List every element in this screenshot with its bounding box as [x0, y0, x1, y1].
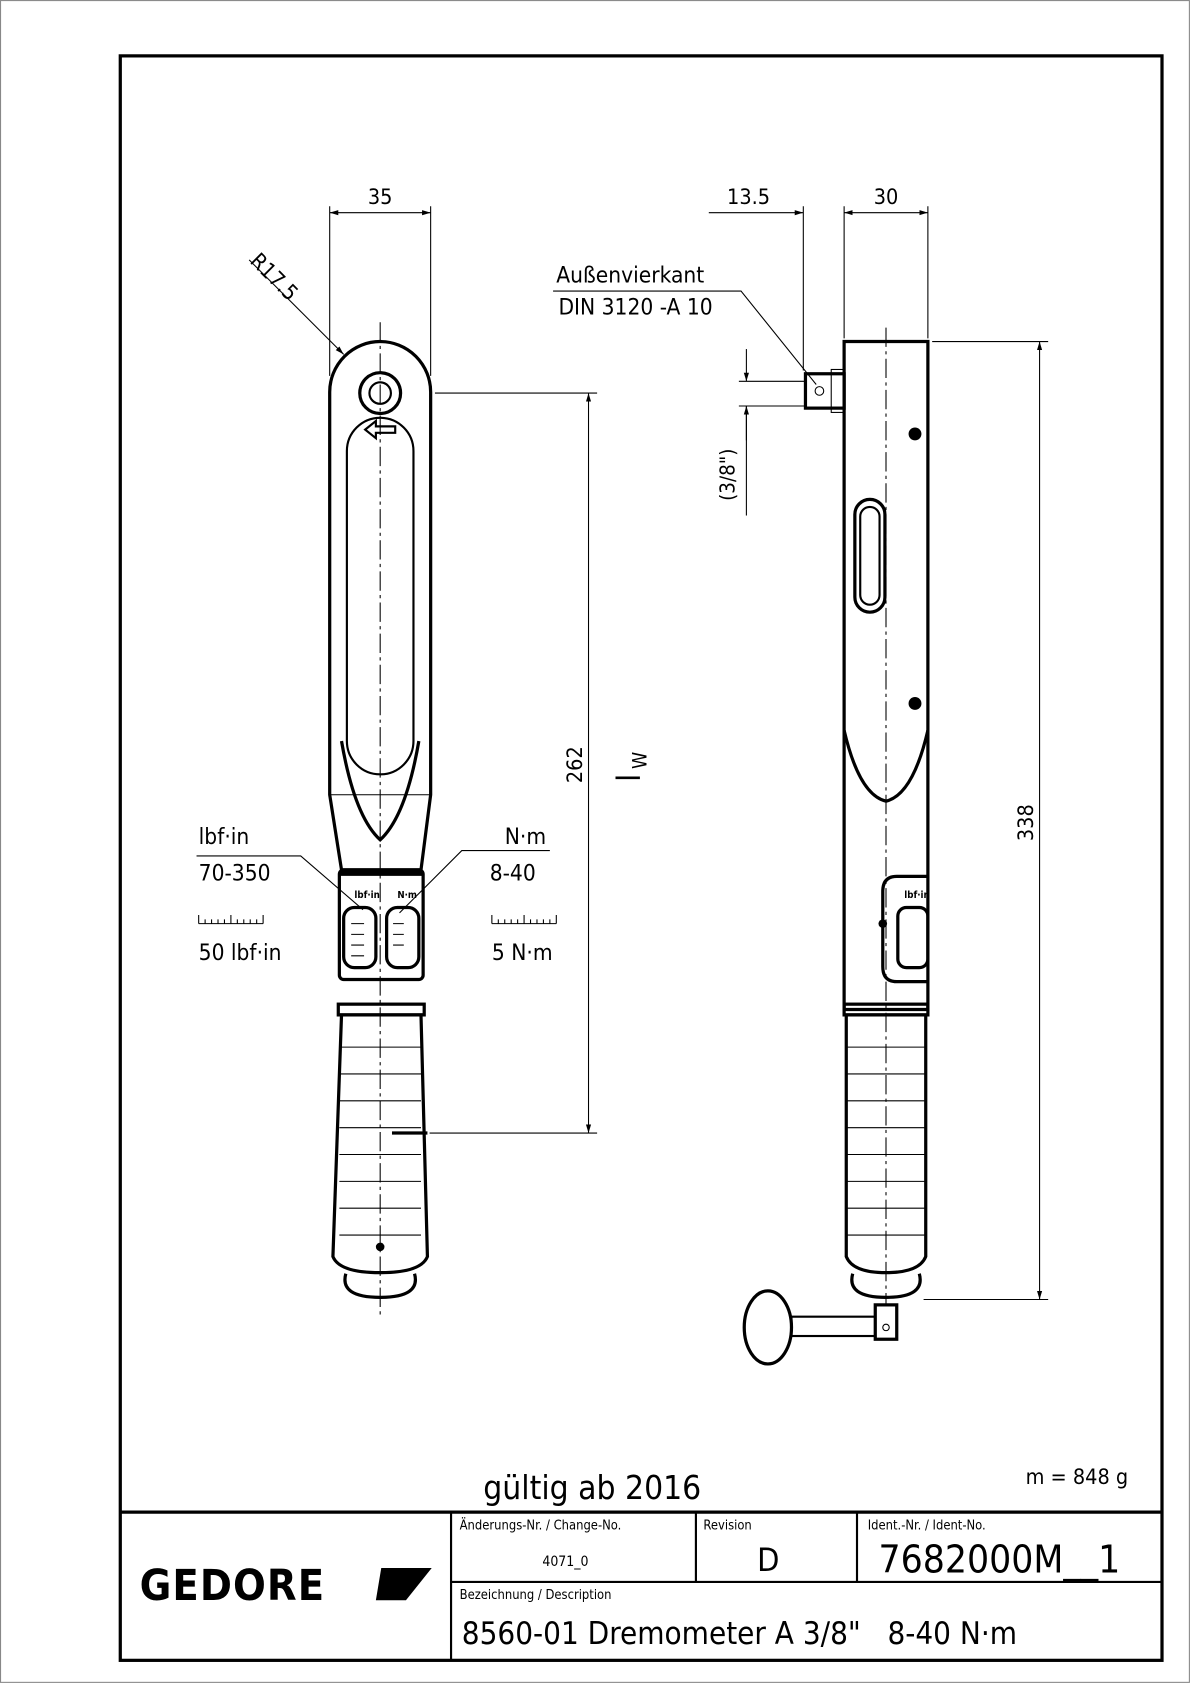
dimension-square-13-5: 13.5 30: [708, 185, 929, 371]
change-value: 4071_0: [542, 1554, 588, 1570]
dim-label: 13.5: [727, 185, 770, 210]
dimension-drive-size: (3/8"): [716, 349, 806, 516]
revision-label: Revision: [703, 1518, 751, 1533]
drawing-frame: [118, 54, 1164, 1662]
dim-label-lw: l: [610, 774, 648, 782]
wrench-front-view: lbf·in N·m: [328, 322, 433, 1316]
dimension-length-262: 262 l W: [429, 392, 652, 1134]
title-block: GEDORE Änderungs-Nr. / Change-No. 4071_0…: [120, 1510, 1163, 1661]
screw-icon: [908, 427, 922, 441]
scale-callout-lbf: lbf·in 70-350 50 lbf·in: [196, 824, 364, 966]
window-label-nm: N·m: [397, 890, 417, 901]
dim-label: 35: [368, 185, 393, 210]
callout-range: 8-40: [490, 861, 536, 887]
scale-ticks-icon: [198, 915, 264, 925]
wrench-side-view: lbf·in: [742, 327, 930, 1366]
svg-text:GEDORE: GEDORE: [140, 1561, 326, 1611]
dimension-radius: R17.5: [245, 249, 345, 355]
dimension-width-35: 35: [329, 185, 432, 376]
callout-step: 5 N·m: [492, 940, 553, 966]
dim-label: (3/8"): [716, 449, 740, 501]
change-label: Änderungs-Nr. / Change-No.: [460, 1517, 622, 1533]
scale-ticks-icon: [491, 915, 557, 925]
dim-label: 338: [1014, 804, 1039, 841]
window-label: lbf·in: [904, 890, 929, 901]
callout-standard: DIN 3120 -A 10: [558, 295, 712, 321]
revision-value: D: [757, 1541, 779, 1579]
description-value: 8560-01 Dremometer A 3/8" 8-40 N·m: [462, 1616, 1017, 1652]
locking-knob: [742, 1289, 794, 1366]
callout-range: 70-350: [199, 861, 271, 887]
callout-unit: lbf·in: [199, 824, 250, 850]
callout-label: Außenvierkant: [556, 262, 704, 288]
scale-callout-nm: N·m 8-40 5 N·m: [399, 824, 557, 966]
window-label-lbf: lbf·in: [354, 890, 379, 901]
ident-value: 7682000M__1: [878, 1537, 1120, 1582]
mass-note: m = 848 g: [1026, 1465, 1129, 1490]
dim-label: 262: [563, 746, 588, 783]
callout-unit: N·m: [505, 824, 546, 850]
dim-label: 30: [874, 185, 899, 210]
validity-note: gültig ab 2016: [483, 1468, 701, 1507]
screw-icon: [908, 697, 922, 710]
description-label: Bezeichnung / Description: [460, 1588, 612, 1603]
drive-callout: Außenvierkant DIN 3120 -A 10: [553, 262, 817, 385]
dim-label: R17.5: [245, 249, 303, 307]
drive-circle-icon: [358, 371, 403, 416]
gedore-logo: GEDORE: [140, 1561, 432, 1611]
dimension-length-338: 338: [923, 341, 1049, 1301]
dim-label-lw-sub: W: [629, 752, 652, 769]
callout-step: 50 lbf·in: [199, 940, 282, 966]
ident-label: Ident.-Nr. / Ident-No.: [868, 1518, 986, 1533]
direction-arrow-icon: [363, 418, 397, 441]
